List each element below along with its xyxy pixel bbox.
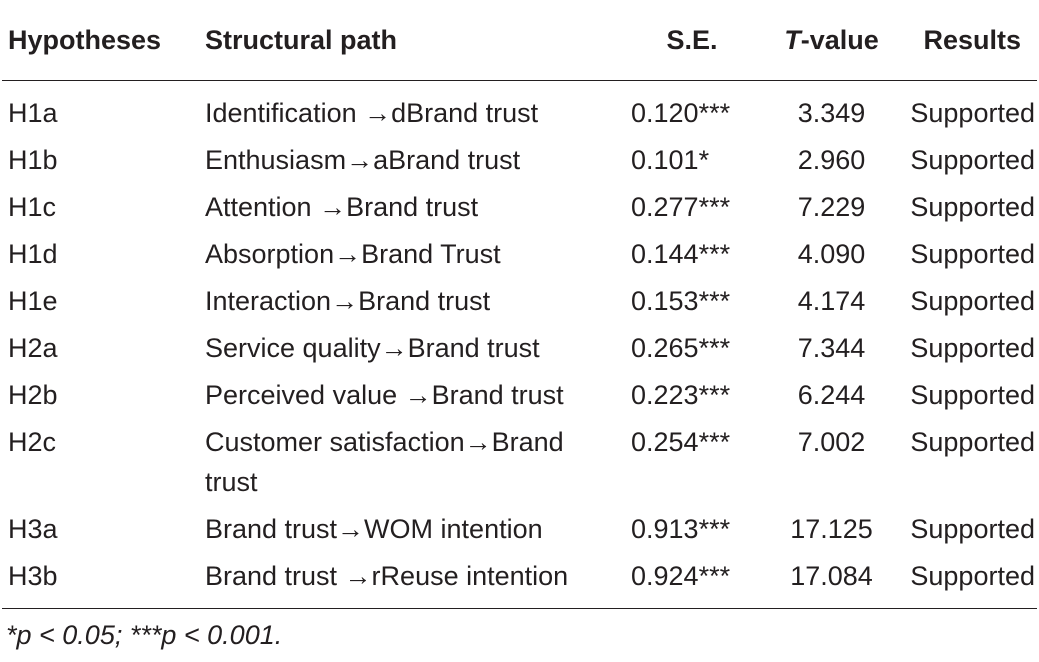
cell-se: 0.153*** — [631, 286, 731, 316]
table-row: H3a Brand trust→WOM intention 0.913*** 1… — [2, 505, 1037, 552]
cell-t-value: 7.002 — [797, 427, 866, 457]
cell-t-value: 17.125 — [790, 514, 873, 544]
cell-hypothesis: H2b — [8, 380, 58, 410]
table-row: H2c Customer satisfaction→Brand trust 0.… — [2, 418, 1037, 505]
header-t-value-italic: T — [784, 24, 801, 55]
cell-se: 0.277*** — [631, 192, 731, 222]
cell-hypothesis: H1e — [8, 286, 58, 316]
cell-se: 0.223*** — [631, 380, 731, 410]
header-t-value: T-value — [761, 0, 896, 81]
table-row: H3b Brand trust →rReuse intention 0.924*… — [2, 552, 1037, 609]
cell-path: Absorption→Brand Trust — [205, 239, 501, 269]
table-footnote: *p < 0.05; ***p < 0.001. — [6, 620, 283, 650]
cell-se: 0.120*** — [631, 98, 731, 128]
cell-path: Brand trust→WOM intention — [205, 514, 543, 544]
cell-t-value: 3.349 — [797, 98, 866, 128]
header-structural-path: Structural path — [199, 0, 617, 81]
cell-se: 0.913*** — [631, 514, 731, 544]
header-t-value-rest: -value — [800, 24, 879, 55]
table-row: H2b Perceived value →Brand trust 0.223**… — [2, 371, 1037, 418]
header-se: S.E. — [617, 0, 761, 81]
cell-result: Supported — [910, 286, 1035, 316]
header-hypotheses: Hypotheses — [2, 0, 199, 81]
cell-result: Supported — [910, 333, 1035, 363]
table-row: H2a Service quality→Brand trust 0.265***… — [2, 324, 1037, 371]
cell-hypothesis: H1c — [8, 192, 57, 222]
cell-path: Brand trust →rReuse intention — [199, 552, 617, 609]
table-row: H1e Interaction→Brand trust 0.153*** 4.1… — [2, 277, 1037, 324]
cell-result: Supported — [910, 239, 1035, 269]
cell-path: Interaction→Brand trust — [205, 286, 491, 316]
cell-result: Supported — [910, 380, 1035, 410]
cell-result: Supported — [910, 98, 1035, 128]
cell-result: Supported — [910, 514, 1035, 544]
cell-hypothesis: H1d — [8, 239, 58, 269]
cell-hypothesis: H1b — [8, 145, 58, 175]
cell-t-value: 6.244 — [797, 380, 866, 410]
cell-path: Enthusiasm→aBrand trust — [205, 145, 521, 175]
table-row: H1a Identification →dBrand trust 0.120**… — [2, 81, 1037, 137]
cell-path: Perceived value →Brand trust — [205, 380, 564, 410]
hypotheses-table: Hypotheses Structural path S.E. T-value … — [2, 0, 1037, 609]
table-header-row: Hypotheses Structural path S.E. T-value … — [2, 0, 1037, 81]
cell-result: Supported — [910, 192, 1035, 222]
cell-path: Attention →Brand trust — [205, 192, 479, 222]
results-table-container: Hypotheses Structural path S.E. T-value … — [2, 0, 1037, 609]
cell-path: Identification →dBrand trust — [205, 98, 539, 128]
cell-se: 0.924*** — [617, 552, 761, 609]
cell-t-value: 7.344 — [797, 333, 866, 363]
cell-result: Supported — [910, 427, 1035, 457]
cell-hypothesis: H2c — [8, 427, 57, 457]
cell-t-value: 7.229 — [797, 192, 866, 222]
header-results: Results — [896, 0, 1037, 81]
cell-se: 0.254*** — [631, 427, 731, 457]
cell-result: Supported — [896, 552, 1037, 609]
cell-hypothesis: H1a — [8, 98, 58, 128]
cell-t-value: 4.090 — [797, 239, 866, 269]
cell-t-value: 2.960 — [797, 145, 866, 175]
cell-path: Service quality→Brand trust — [205, 333, 540, 363]
cell-se: 0.101* — [631, 145, 710, 175]
cell-t-value: 4.174 — [797, 286, 866, 316]
table-row: H1b Enthusiasm→aBrand trust 0.101* 2.960… — [2, 136, 1037, 183]
table-row: H1c Attention →Brand trust 0.277*** 7.22… — [2, 183, 1037, 230]
cell-path: Customer satisfaction→Brand trust — [205, 427, 564, 497]
cell-hypothesis: H2a — [8, 333, 58, 363]
cell-se: 0.144*** — [631, 239, 731, 269]
cell-se: 0.265*** — [631, 333, 731, 363]
cell-t-value: 17.084 — [761, 552, 896, 609]
cell-hypothesis: H3a — [8, 514, 58, 544]
cell-result: Supported — [910, 145, 1035, 175]
cell-hypothesis: H3b — [2, 552, 199, 609]
table-row: H1d Absorption→Brand Trust 0.144*** 4.09… — [2, 230, 1037, 277]
